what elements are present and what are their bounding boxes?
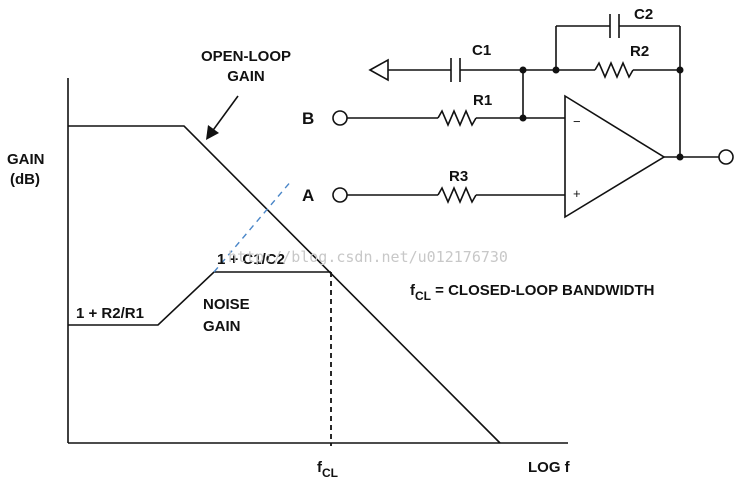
open-loop-label-line1: OPEN-LOOP bbox=[201, 48, 291, 65]
junction-c1-r2 bbox=[519, 66, 527, 74]
resistor-r2 bbox=[594, 60, 634, 80]
open-loop-arrow-head bbox=[206, 125, 219, 140]
high-freq-noise-gain-label: 1 + C1/C2 bbox=[217, 251, 285, 268]
capacitor-c2 bbox=[609, 14, 620, 38]
open-loop-label-line2: GAIN bbox=[227, 68, 265, 85]
open-loop-gain-curve bbox=[68, 125, 501, 444]
junction-c2-r2 bbox=[552, 66, 560, 74]
circuit bbox=[332, 14, 734, 219]
noise-gain-curve bbox=[68, 271, 331, 326]
c1-label: C1 bbox=[472, 42, 491, 59]
open-loop-arrow-shaft bbox=[210, 95, 239, 134]
x-axis-fcl-label: fCL bbox=[317, 459, 338, 480]
ground-symbol bbox=[368, 58, 389, 82]
bode-plot bbox=[67, 78, 568, 446]
watermark: http://blog.csdn.net/u012176730 bbox=[228, 248, 508, 266]
y-axis-label-line1: GAIN bbox=[7, 151, 45, 168]
junction-dots bbox=[519, 66, 684, 161]
output-terminal-circle bbox=[718, 149, 734, 165]
terminal-a-circle bbox=[332, 187, 348, 203]
junction-output bbox=[676, 153, 684, 161]
junction-inverting-input bbox=[519, 114, 527, 122]
r3-label: R3 bbox=[449, 168, 468, 185]
terminal-a-label: A bbox=[302, 186, 314, 205]
noise-gain-label-line2: GAIN bbox=[203, 318, 241, 335]
noise-gain-label-line1: NOISE bbox=[203, 296, 250, 313]
x-axis-label: LOG f bbox=[528, 459, 571, 476]
low-freq-noise-gain-label: 1 + R2/R1 bbox=[76, 305, 144, 322]
resistor-r3 bbox=[437, 185, 477, 205]
capacitor-c1 bbox=[450, 58, 461, 82]
terminal-b-circle bbox=[332, 110, 348, 126]
noise-gain-extension-dashed bbox=[213, 179, 293, 273]
c2-label: C2 bbox=[634, 6, 653, 23]
fcl-definition: fCL = CLOSED-LOOP BANDWIDTH bbox=[410, 282, 654, 303]
resistor-r1 bbox=[437, 108, 477, 128]
junction-r2-output bbox=[676, 66, 684, 74]
inverting-input-sign: − bbox=[573, 114, 581, 129]
op-amp bbox=[564, 94, 666, 219]
y-axis-label-line2: (dB) bbox=[10, 171, 40, 188]
r2-label: R2 bbox=[630, 43, 649, 60]
r1-label: R1 bbox=[473, 92, 492, 109]
non-inverting-input-sign: + bbox=[573, 186, 581, 201]
terminal-b-label: B bbox=[302, 109, 314, 128]
